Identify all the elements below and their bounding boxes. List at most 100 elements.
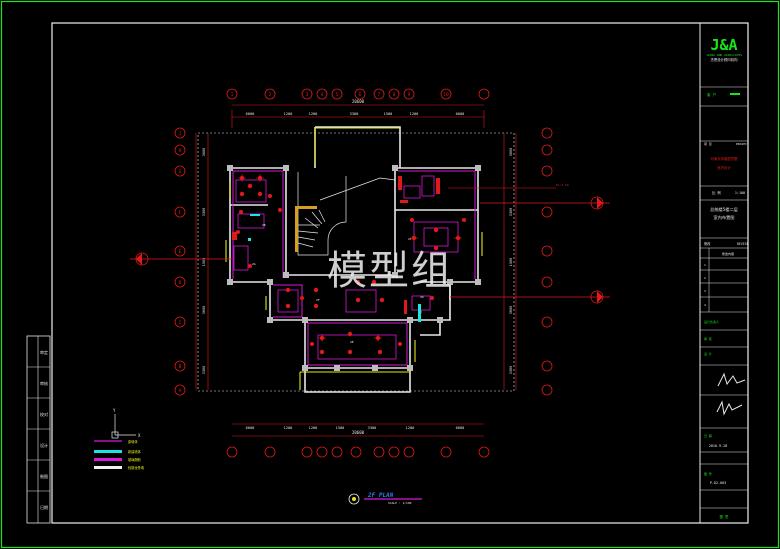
footer-label: 图 签 xyxy=(720,514,729,519)
walls xyxy=(229,126,479,393)
svg-text:X: X xyxy=(138,433,141,438)
grid-label: 10 xyxy=(443,92,449,98)
floor-plan: 20600 6600 1200 1200 3300 1500 1200 6600… xyxy=(130,88,610,458)
side-strip-label: 设计 xyxy=(40,442,48,448)
light-fixtures xyxy=(236,175,466,355)
dimension-text: 1500 xyxy=(509,258,513,267)
revision-col-header: 修改内容 xyxy=(722,251,734,256)
plan-title-block: 2F PLAN SCALE : 1/100 xyxy=(348,492,422,505)
side-strip-label: 审核 xyxy=(40,380,48,386)
dimension-text: 20600 xyxy=(352,430,365,435)
dimension-text: 6600 xyxy=(456,426,465,430)
dimension-text: 1200 xyxy=(410,112,419,116)
dimension-text: 3300 xyxy=(202,208,206,217)
dimension-text: 3600 xyxy=(202,148,206,157)
dimension-text: 1200 xyxy=(284,112,293,116)
svg-text:PROJECT: PROJECT xyxy=(736,142,749,146)
dimension-text: 3300 xyxy=(509,366,513,375)
dimension-text: 1500 xyxy=(384,112,393,116)
grid-label: 6 xyxy=(359,92,362,98)
scale-label: 比 例 xyxy=(712,190,721,195)
grid-label: G xyxy=(179,169,182,175)
legend: 原墙体 新建墙体 玻璃隔断 轻钢龙骨墙 xyxy=(94,439,145,470)
date-value: 2010.9.28 xyxy=(709,444,727,448)
svg-text:客 户: 客 户 xyxy=(707,92,716,97)
grid-label: 3 xyxy=(306,92,309,98)
dimension-text: 1200 xyxy=(406,426,415,430)
grid-label: C xyxy=(179,320,182,326)
project-name: 河南长林豪庭别墅 xyxy=(710,156,738,161)
project-subtitle: 室内设计 xyxy=(717,165,731,170)
dimension-text: 1200 xyxy=(309,112,318,116)
side-strip-label: 日期 xyxy=(40,504,48,510)
svg-text:2F: 2F xyxy=(316,298,320,302)
dimension-text: 20600 xyxy=(352,99,365,104)
grid-label: A xyxy=(179,388,182,394)
side-strip-label: 制图 xyxy=(40,473,48,479)
title-block: J&A JIANG AND ASSOCIATES 杰恩设计顾问机构 客 户 项 … xyxy=(699,23,749,523)
grid-label: 1 xyxy=(231,92,234,98)
svg-text:2A: 2A xyxy=(252,262,256,266)
revision-number: 1 xyxy=(704,263,706,267)
inner-border xyxy=(51,22,749,524)
scale-value: 1:100 xyxy=(735,191,745,195)
svg-text:2C: 2C xyxy=(408,237,412,241)
legend-item: 轻钢龙骨墙 xyxy=(128,465,145,470)
dimension-text: 3300 xyxy=(202,366,206,375)
svg-text:设 计: 设 计 xyxy=(704,351,712,356)
signature-mark xyxy=(716,400,743,416)
grid-label: F xyxy=(179,210,182,216)
grid-label: 4 xyxy=(321,92,324,98)
svg-text:日 期: 日 期 xyxy=(704,433,712,438)
svg-text:图 号: 图 号 xyxy=(704,471,712,476)
svg-text:2B: 2B xyxy=(262,223,266,227)
dimension-text: 3600 xyxy=(509,306,513,315)
columns xyxy=(227,165,481,371)
legend-item: 原墙体 xyxy=(128,439,138,444)
grid-label: 9 xyxy=(408,92,411,98)
dimension-text: 1200 xyxy=(284,426,293,430)
inner-walls xyxy=(232,170,476,366)
revision-number: 3 xyxy=(704,289,706,293)
svg-text:Y: Y xyxy=(113,408,116,413)
side-strip-label: 校对 xyxy=(40,411,48,417)
signature-mark xyxy=(717,372,746,387)
grid-label: H xyxy=(179,148,182,154)
dimension-text: 6600 xyxy=(456,112,465,116)
leader-note: EL:3.60 xyxy=(556,183,569,187)
grid-label: E xyxy=(179,249,182,255)
legend-item: 玻璃隔断 xyxy=(128,457,142,462)
light-crosses xyxy=(238,174,462,342)
dimension-text: 3600 xyxy=(202,306,206,315)
dimension-text: 3300 xyxy=(509,208,513,217)
legend-item: 新建墙体 xyxy=(128,449,142,454)
dimension-lines xyxy=(195,104,517,437)
dimension-text: 3300 xyxy=(350,112,359,116)
dimension-text: 3600 xyxy=(509,148,513,157)
ucs-icon: Y X xyxy=(111,408,141,439)
revision-header-en: REVISE xyxy=(737,242,749,246)
company-logo: J&A xyxy=(710,36,737,54)
stair-rail xyxy=(295,206,317,252)
revision-header: 修改 xyxy=(704,241,711,246)
svg-text:2E: 2E xyxy=(350,340,354,344)
grid-label: 5 xyxy=(336,92,339,98)
dimension-text: 6600 xyxy=(246,426,255,430)
grid-label: 2 xyxy=(269,92,272,98)
company-logo-sub: JIANG AND ASSOCIATES xyxy=(706,53,742,57)
grid-label: 7 xyxy=(378,92,381,98)
grid-label: D xyxy=(179,280,182,286)
drawing-name-sub: 室内布置图 xyxy=(714,214,735,221)
svg-text:2D: 2D xyxy=(420,295,424,299)
plan-scale: SCALE : 1/100 xyxy=(388,501,412,505)
furniture-details xyxy=(232,176,440,314)
cyan-details xyxy=(248,214,421,322)
grid-label: J xyxy=(179,131,182,137)
dimension-text: 1200 xyxy=(309,426,318,430)
section-marker-fill xyxy=(136,197,603,303)
staircase xyxy=(297,172,396,256)
side-strip-label: 审定 xyxy=(40,349,48,355)
revision-number: 2 xyxy=(704,276,706,280)
